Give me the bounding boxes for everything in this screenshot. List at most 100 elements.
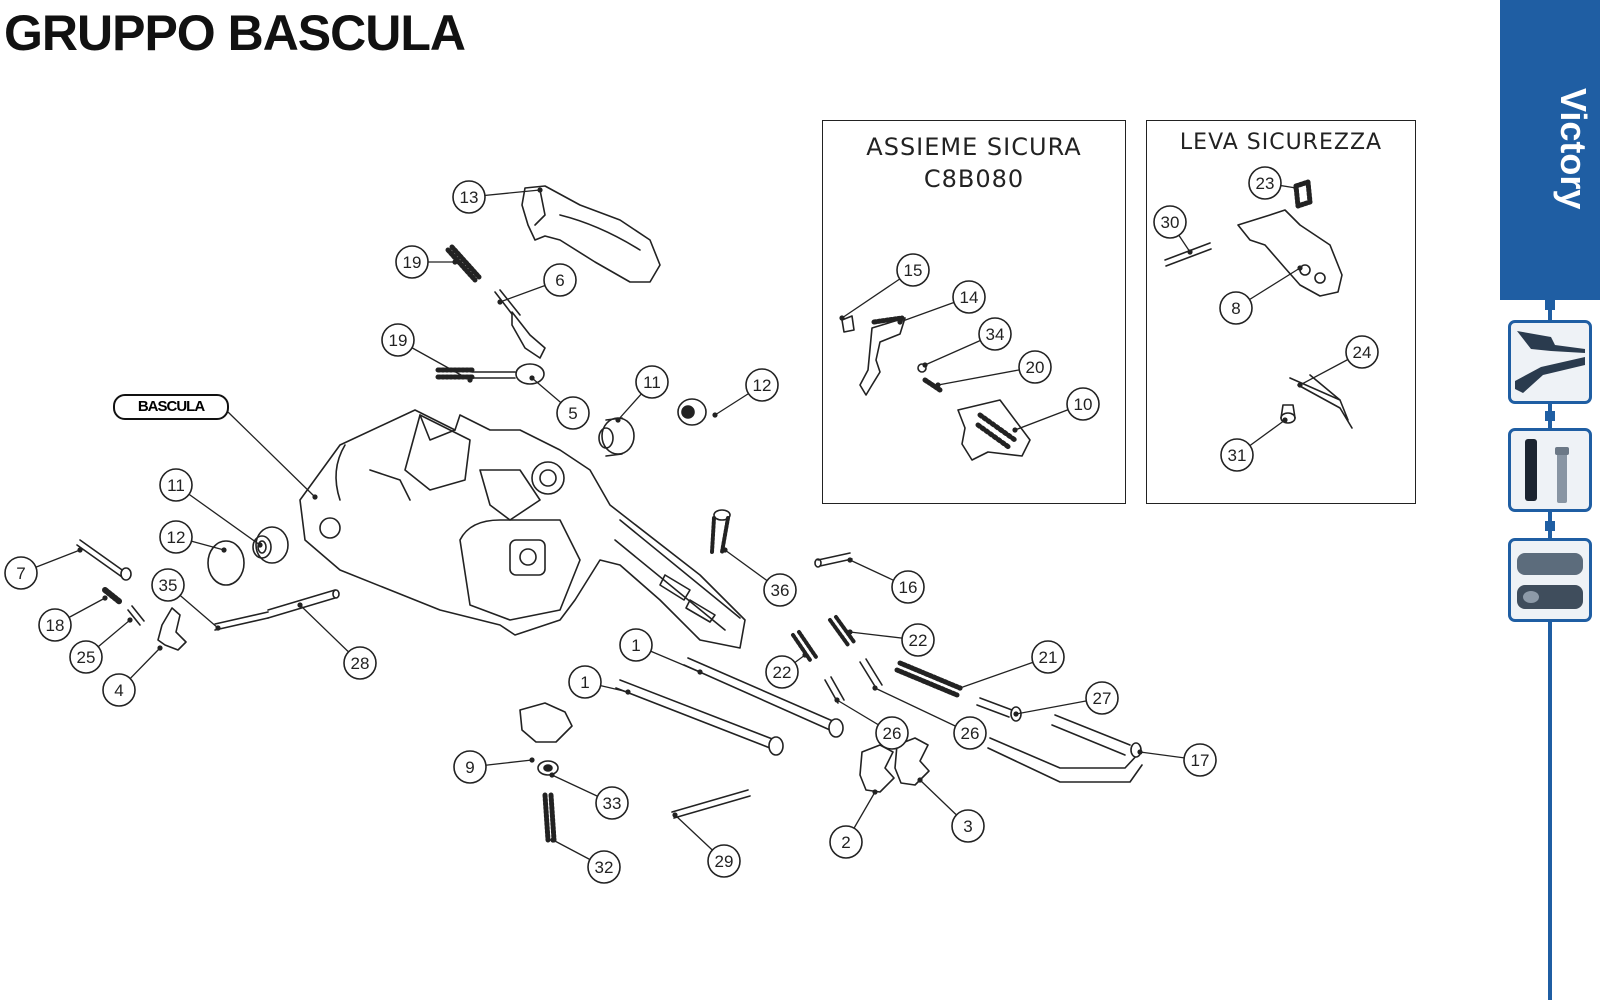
leader-dot (712, 412, 718, 418)
spring-part (445, 244, 482, 283)
firing-pin-part (471, 363, 545, 385)
bushing-part (537, 760, 559, 776)
callout-number: 16 (899, 578, 918, 597)
callout-number: 19 (403, 253, 422, 272)
part-callout: 11 (615, 365, 669, 423)
callout-number: 26 (883, 724, 902, 743)
inset-safety-callout: 10 (1012, 387, 1100, 433)
cap-part (207, 540, 245, 586)
pin-part (671, 789, 751, 819)
part-callout: 11 (159, 468, 263, 548)
part-callout: 26 (834, 697, 909, 750)
brand-tab[interactable]: Victory (1500, 0, 1600, 300)
inset-safety-lever: LEVA SICUREZZA (1146, 120, 1416, 504)
callout-number: 11 (167, 476, 185, 495)
brand-side-panel: Victory (1500, 0, 1600, 1000)
inset-lever-callout: 8 (1219, 265, 1303, 325)
ejector-part (987, 714, 1143, 783)
leader-dot (917, 777, 923, 783)
sear-part (519, 702, 573, 743)
hammer-part (894, 737, 930, 786)
top-lever-part (521, 185, 661, 283)
part-callout: 17 (1137, 743, 1217, 777)
part-callout: 32 (550, 837, 621, 884)
leader-dot (257, 542, 263, 548)
page-title: GRUPPO BASCULA (4, 5, 466, 61)
callout-number: 20 (1026, 358, 1045, 377)
callout-circle (395, 245, 429, 279)
part-callout: 12 (712, 368, 779, 418)
part-callout: 19 (395, 245, 458, 279)
rod-part (615, 679, 784, 756)
callout-circle (543, 263, 577, 297)
callout-circle (1031, 640, 1065, 674)
spring-part (102, 587, 123, 605)
callout-number: 32 (595, 858, 614, 877)
pin-part (214, 589, 340, 631)
callout-circle (1085, 681, 1119, 715)
plunger-part (859, 658, 883, 689)
leader-dot (935, 382, 941, 388)
leader-dot (847, 629, 853, 635)
part-callout: 26 (872, 685, 987, 750)
bascula-leader (227, 411, 318, 500)
callout-circle (635, 365, 669, 399)
callout-circle (763, 573, 797, 607)
leader-dot (672, 812, 678, 818)
leader-line (227, 411, 316, 498)
leader-dot (297, 602, 303, 608)
leader-dot (834, 697, 840, 703)
part-callout: 25 (69, 617, 133, 674)
part-callout: 2 (829, 789, 878, 859)
receiver-part (299, 409, 746, 649)
callout-circle (953, 716, 987, 750)
inset-lever-parts (1164, 179, 1353, 429)
callout-number: 5 (568, 404, 577, 423)
leader-dot (452, 259, 458, 265)
callout-circle (891, 570, 925, 604)
callout-circle (875, 716, 909, 750)
inset-safety-title-line2: C8B080 (923, 165, 1025, 193)
part-callout: 5 (529, 375, 590, 430)
leader-dot (1013, 711, 1019, 717)
leader-dot (697, 669, 703, 675)
callout-circle (4, 556, 38, 590)
leader-dot (467, 377, 473, 383)
leader-dot (312, 494, 318, 500)
gun-thumb-icon[interactable] (1508, 320, 1592, 404)
leader-dot (221, 547, 227, 553)
part-callout: 21 (957, 640, 1065, 691)
side-divider-line (1548, 300, 1552, 1000)
inset-safety-callout: 15 (839, 253, 930, 321)
inset-safety-callout: 34 (922, 317, 1012, 368)
callout-circle (765, 655, 799, 689)
callout-number: 11 (643, 373, 661, 392)
inset-lever-callout: 31 (1220, 417, 1288, 472)
callout-number: 36 (771, 581, 790, 600)
callout-number: 19 (389, 331, 408, 350)
case-thumb-icon[interactable] (1508, 538, 1592, 622)
inset-lever-callout: 24 (1297, 335, 1379, 388)
callout-number: 7 (16, 564, 25, 583)
callout-number: 1 (580, 673, 589, 692)
parts-drawing (76, 179, 1353, 843)
leader-dot (1297, 382, 1303, 388)
callout-circle (453, 750, 487, 784)
callout-number: 4 (114, 681, 123, 700)
callout-number: 2 (841, 833, 850, 852)
part-callout: 22 (765, 652, 808, 689)
callout-circle (452, 180, 486, 214)
leader-dot (550, 837, 556, 843)
separator-dash (1545, 521, 1555, 531)
callout-number: 29 (715, 852, 734, 871)
callout-number: 31 (1228, 446, 1247, 465)
part-callout: 16 (847, 557, 925, 604)
callout-circle (343, 646, 377, 680)
callout-number: 27 (1093, 689, 1112, 708)
barrel-thumb-icon[interactable] (1508, 428, 1592, 512)
bascula-label: BASCULA (113, 394, 229, 420)
cocking-lever-part (157, 607, 187, 651)
part-callout: 7 (4, 547, 83, 590)
callout-circle (1345, 335, 1379, 369)
callout-circle (951, 809, 985, 843)
